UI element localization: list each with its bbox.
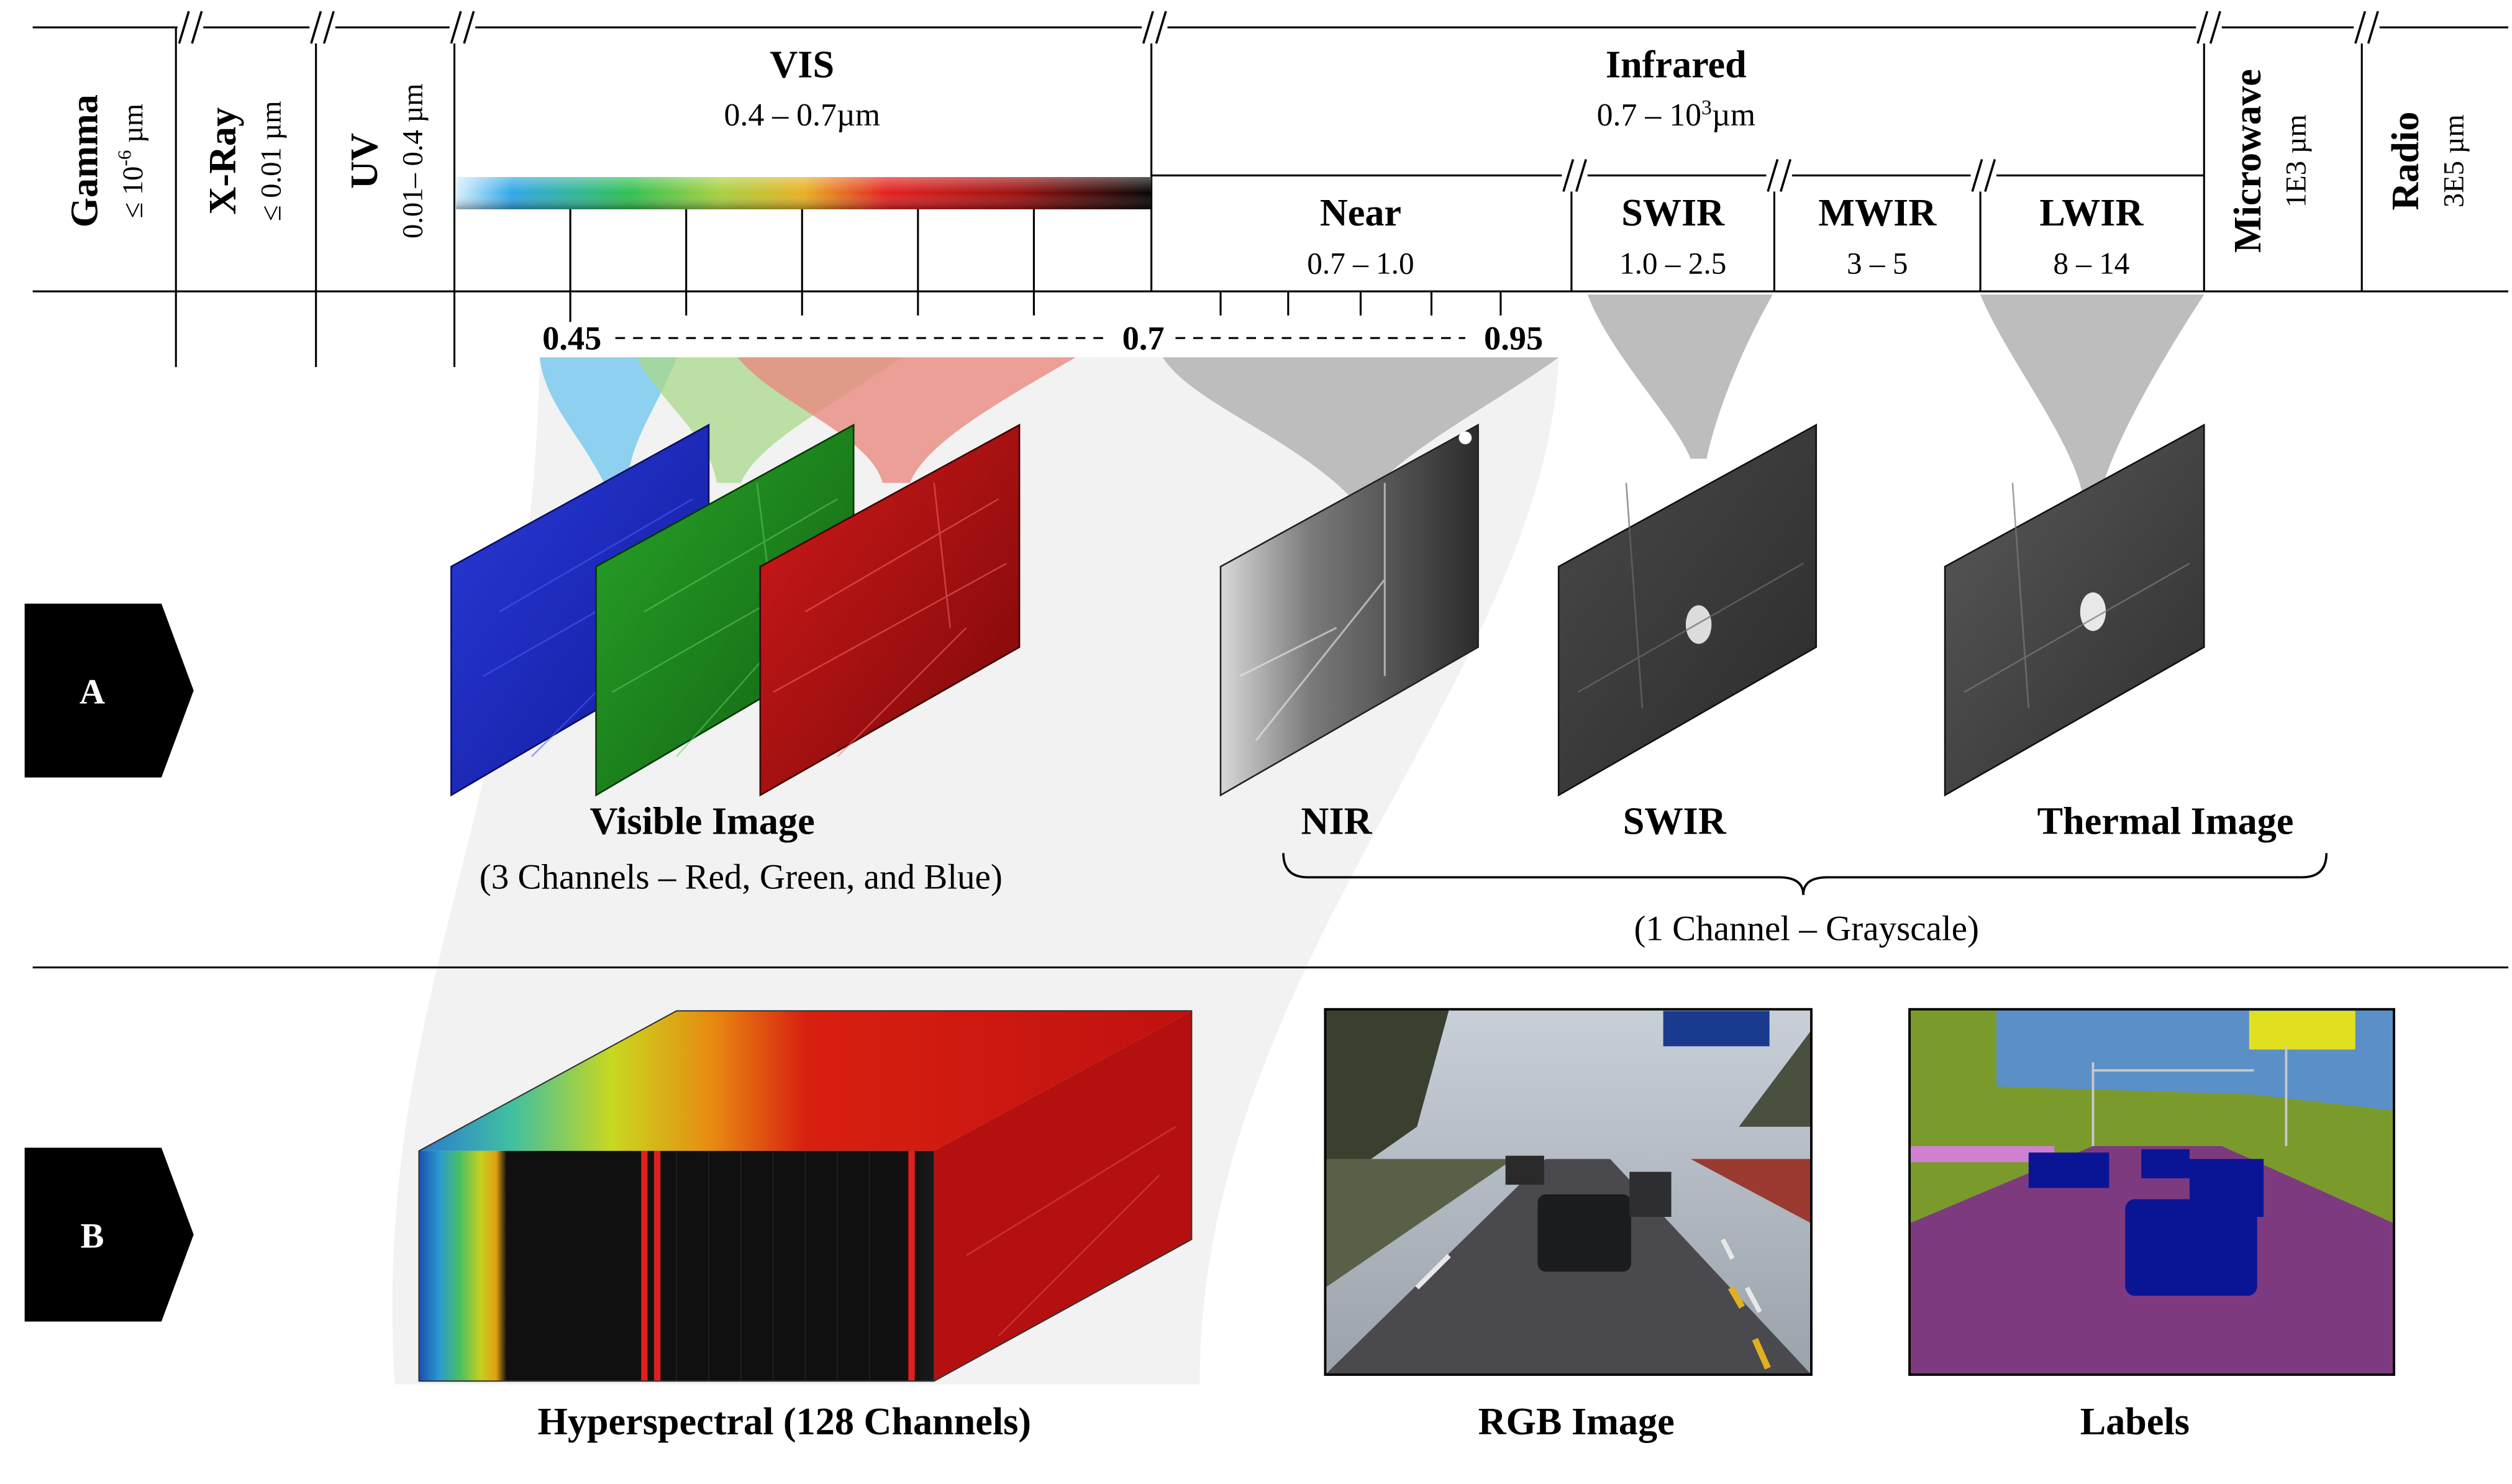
header-labels: VIS 0.4 – 0.7µm Infrared 0.7 – 103µm Nea… xyxy=(542,43,2144,357)
xray-name: X-Ray xyxy=(202,107,244,215)
lwir-name: LWIR xyxy=(2039,192,2144,234)
badge-b-label: B xyxy=(80,1216,104,1255)
radio-range: 3E5 µm xyxy=(2437,114,2470,207)
row-b-labels: Hyperspectral (128 Channels) RGB Image L… xyxy=(537,1401,2190,1443)
mark-095: 0.95 xyxy=(1484,319,1543,357)
nir-image xyxy=(1219,423,1479,797)
xray-range: ≤ 0.01 µm xyxy=(255,101,288,221)
rgb-image-title: RGB Image xyxy=(1478,1401,1675,1443)
label-gamma: Gamma ≤ 10-6 µm xyxy=(63,94,149,227)
badge-a-label: A xyxy=(80,672,105,711)
labels-title: Labels xyxy=(2080,1401,2190,1443)
rgb-photo xyxy=(1324,1008,1813,1376)
swir-image xyxy=(1557,423,1818,797)
label-uv: UV 0.01– 0.4 µm xyxy=(344,83,429,239)
visible-color-bar xyxy=(456,177,1152,209)
label-microwave: Microwave 1E3 µm xyxy=(2227,69,2313,253)
thermal-title: Thermal Image xyxy=(2037,800,2294,842)
lwir-range: 8 – 14 xyxy=(2053,247,2129,281)
swir-band-name: SWIR xyxy=(1621,192,1725,234)
segmentation-labels xyxy=(1908,1008,2395,1376)
label-radio: Radio 3E5 µm xyxy=(2385,112,2470,211)
hyperspectral-cube xyxy=(418,1010,1193,1382)
microwave-range: 1E3 µm xyxy=(2280,114,2313,207)
visible-image-title: Visible Image xyxy=(590,800,815,842)
vis-name: VIS xyxy=(770,43,834,86)
grouping-brace xyxy=(1282,853,2328,895)
spectrum-bar xyxy=(32,26,2509,367)
hyperspectral-title: Hyperspectral (128 Channels) xyxy=(537,1401,1031,1443)
radio-name: Radio xyxy=(2385,112,2427,211)
microwave-name: Microwave xyxy=(2227,69,2269,253)
nir-title: NIR xyxy=(1301,800,1373,842)
grayscale-subtitle: (1 Channel – Grayscale) xyxy=(1634,909,1979,948)
swir-band-range: 1.0 – 2.5 xyxy=(1619,247,1726,281)
near-name: Near xyxy=(1320,192,1401,234)
vis-range: 0.4 – 0.7µm xyxy=(724,98,881,133)
thermal-image xyxy=(1944,423,2205,797)
red-channel-image xyxy=(759,423,1021,797)
mark-045: 0.45 xyxy=(542,319,601,357)
gamma-range: ≤ 10-6 µm xyxy=(114,104,149,219)
infrared-range: 0.7 – 103µm xyxy=(1597,96,1755,133)
infrared-name: Infrared xyxy=(1606,43,1747,86)
uv-range: 0.01– 0.4 µm xyxy=(397,83,429,239)
label-xray: X-Ray ≤ 0.01 µm xyxy=(202,101,288,221)
swir-title: SWIR xyxy=(1623,800,1727,842)
near-range: 0.7 – 1.0 xyxy=(1307,247,1414,281)
mwir-name: MWIR xyxy=(1818,192,1937,234)
uv-name: UV xyxy=(344,133,386,189)
gamma-name: Gamma xyxy=(63,94,106,227)
badge-b: B xyxy=(24,1147,194,1322)
mark-07: 0.7 xyxy=(1122,319,1165,357)
row-a-labels: Visible Image (3 Channels – Red, Green, … xyxy=(480,800,2294,948)
mwir-range: 3 – 5 xyxy=(1847,247,1908,281)
visible-image-subtitle: (3 Channels – Red, Green, and Blue) xyxy=(480,857,1003,896)
break-marks xyxy=(177,11,2380,192)
badge-a: A xyxy=(24,603,194,778)
